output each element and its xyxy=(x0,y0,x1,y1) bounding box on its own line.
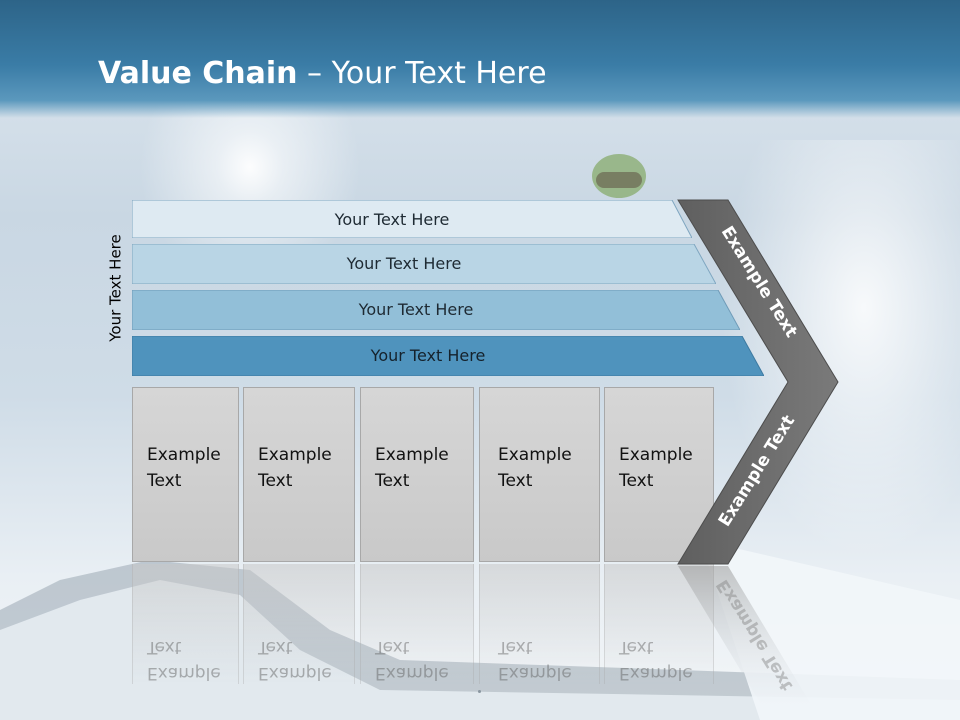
box-1-reflection-line2: Text xyxy=(147,637,182,657)
box-1-reflection: Example Text xyxy=(132,564,239,684)
title-band xyxy=(0,0,960,118)
example-box-3[interactable]: Example Text xyxy=(360,387,474,562)
box-3-line1: Example xyxy=(375,445,449,465)
title-rest: – Your Text Here xyxy=(297,56,547,91)
vertical-label: Your Text Here xyxy=(98,200,134,375)
chevron-reflection xyxy=(678,566,812,706)
box-4-line1: Example xyxy=(498,445,572,465)
box-2-line1: Example xyxy=(258,445,332,465)
vertical-label-text: Your Text Here xyxy=(107,233,125,342)
activity-bar-3-label: Your Text Here xyxy=(358,299,474,319)
footer-dot xyxy=(478,690,481,693)
box-3-line2: Text xyxy=(375,471,410,491)
title-bold: Value Chain xyxy=(98,56,298,91)
example-box-1[interactable]: Example Text xyxy=(132,387,239,562)
margin-chevron[interactable] xyxy=(670,196,845,568)
activity-bar-1-label: Your Text Here xyxy=(334,209,450,229)
slide-title: Value Chain – Your Text Here xyxy=(98,54,547,94)
box-1-reflection-line1: Example xyxy=(147,663,221,683)
box-4-reflection-line2: Text xyxy=(498,637,533,657)
box-4-reflection: Example Text xyxy=(479,564,600,684)
activity-bar-4-label: Your Text Here xyxy=(370,345,486,365)
box-2-reflection-line2: Text xyxy=(258,637,293,657)
activity-bar-1[interactable]: Your Text Here xyxy=(132,200,692,238)
activity-bar-4[interactable]: Your Text Here xyxy=(132,336,764,376)
example-box-2[interactable]: Example Text xyxy=(243,387,355,562)
box-4-reflection-line1: Example xyxy=(498,663,572,683)
box-1-line1: Example xyxy=(147,445,221,465)
example-box-5[interactable]: Example Text xyxy=(604,387,714,562)
activity-bar-2[interactable]: Your Text Here xyxy=(132,244,716,284)
box-2-reflection: Example Text xyxy=(243,564,355,684)
activity-bar-2-label: Your Text Here xyxy=(346,253,462,273)
box-1-line2: Text xyxy=(147,471,182,491)
activity-bar-3[interactable]: Your Text Here xyxy=(132,290,740,330)
box-3-reflection: Example Text xyxy=(360,564,474,684)
box-3-reflection-line2: Text xyxy=(375,637,410,657)
box-5-line1: Example xyxy=(619,445,693,465)
box-5-line2: Text xyxy=(619,471,654,491)
box-2-line2: Text xyxy=(258,471,293,491)
snowboarder-image xyxy=(592,154,646,198)
box-3-reflection-line1: Example xyxy=(375,663,449,683)
box-2-reflection-line1: Example xyxy=(258,663,332,683)
box-4-line2: Text xyxy=(498,471,533,491)
example-box-4[interactable]: Example Text xyxy=(479,387,600,562)
